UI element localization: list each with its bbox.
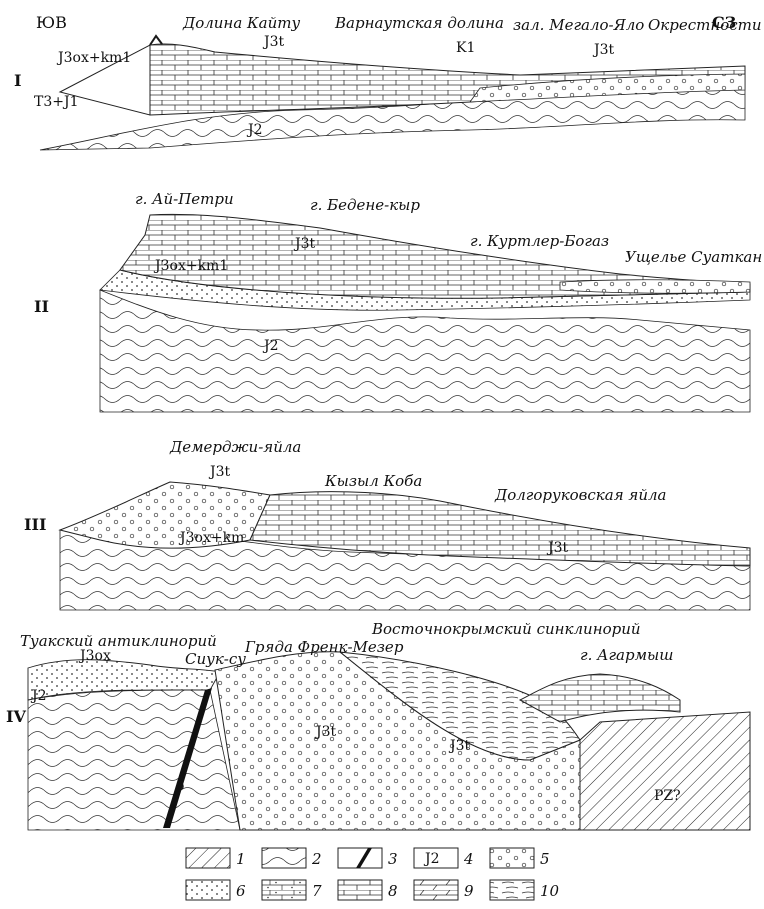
legend-number: 5 <box>540 850 550 868</box>
strat-label: J3t <box>208 464 231 480</box>
strat-label: K1 <box>456 40 475 56</box>
place-label: Долгоруковская яйла <box>494 486 667 504</box>
strat-label: J3t <box>592 42 615 58</box>
strat-label: J3t <box>314 724 337 740</box>
legend-number: 1 <box>236 850 246 868</box>
strat-label: J3ox <box>78 648 111 664</box>
conglomerate-lens <box>469 73 746 103</box>
section-numeral: I <box>14 71 21 90</box>
conglomerate-body <box>58 481 271 549</box>
strat-label: J2 <box>262 338 279 354</box>
section-I: I Долина Кайту Варнаутская долина зал. М… <box>14 14 764 151</box>
folded-basement <box>27 689 241 831</box>
legend-swatch-7 <box>261 879 307 901</box>
legend-number: 6 <box>236 882 246 900</box>
direction-right-label: СЗ <box>712 13 736 32</box>
legend-swatch-10 <box>489 879 535 901</box>
legend-swatch-8 <box>337 879 383 901</box>
strat-label: J2 <box>30 688 47 704</box>
legend-j2-text: J2 <box>423 851 440 867</box>
legend-swatch-2 <box>261 847 307 869</box>
place-label: г. Куртлер-Богаз <box>470 232 609 250</box>
place-label: Гряда Френк-Мезер <box>244 638 404 656</box>
place-label: Туакский антиклинорий <box>20 632 217 650</box>
strat-label: J3t <box>293 236 316 252</box>
place-label: Восточнокрымский синклинорий <box>371 620 641 638</box>
conglomerate-lens <box>559 279 751 294</box>
legend-number: 9 <box>464 882 474 900</box>
place-label: Долина Кайту <box>182 14 300 32</box>
j3ox-strip <box>27 659 221 701</box>
legend-number: 2 <box>311 850 322 868</box>
place-label: Сиук-су <box>185 650 246 668</box>
place-label: Ущелье Суаткан <box>625 248 762 266</box>
section-II: II г. Ай-Петри г. Бедене-кыр г. Куртлер-… <box>34 190 762 413</box>
legend-swatch-1 <box>185 847 231 869</box>
legend-swatch-4 <box>413 847 459 869</box>
strat-label: δ <box>176 778 184 794</box>
legend-swatch-9 <box>413 879 459 901</box>
legend-number: 4 <box>463 850 474 868</box>
section-IV: IV Туакский антиклинорий Сиук-су Гряда Ф… <box>6 620 751 831</box>
strat-label: J3t <box>546 540 569 556</box>
section-III: III Демерджи-яйла Кызыл Коба Долгоруковс… <box>24 438 751 611</box>
legend-swatch-5 <box>489 847 535 869</box>
place-label: Окрестности Балаклавы <box>648 16 764 34</box>
legend-number: 8 <box>388 882 398 900</box>
legend-number: 3 <box>388 850 398 868</box>
strat-label: T3+J1 <box>34 94 79 110</box>
synclinorium-flysch <box>338 651 581 761</box>
place-label: г. Ай-Петри <box>135 190 234 208</box>
strat-label: J3t <box>448 738 471 754</box>
basement-j2 <box>99 289 751 413</box>
agarmysh-limestone <box>518 673 681 723</box>
strat-label: J2 <box>246 122 263 138</box>
section-numeral: II <box>34 297 49 316</box>
place-label: Кызыл Коба <box>324 472 422 490</box>
section-numeral: IV <box>6 707 26 726</box>
place-label: г. Бедене-кыр <box>310 196 420 214</box>
dike-delta <box>163 688 212 828</box>
strat-label: J3t <box>262 34 285 50</box>
direction-left-label: ЮВ <box>36 13 67 32</box>
section-numeral: III <box>24 515 46 534</box>
legend: 1 2 3 J2 4 5 6 7 8 9 10 <box>185 847 560 901</box>
place-label: Демерджи-яйла <box>169 438 301 456</box>
place-label: зал. Мегало-Яло <box>513 16 644 34</box>
strat-label: J3ox+km1 <box>153 258 228 274</box>
strat-label: J3ox+km <box>178 530 244 546</box>
legend-number: 7 <box>312 882 322 900</box>
pz-block <box>579 711 751 831</box>
strat-label: PZ? <box>654 788 681 804</box>
strat-label: J3ox+km1 <box>56 50 131 66</box>
place-label: г. Агармыш <box>580 646 673 664</box>
legend-number: 10 <box>540 882 560 900</box>
basement-j2 <box>39 87 746 151</box>
place-label: Варнаутская долина <box>334 14 504 32</box>
limestone-body <box>149 43 746 116</box>
legend-swatch-6 <box>185 879 231 901</box>
limestone-body <box>249 491 751 567</box>
